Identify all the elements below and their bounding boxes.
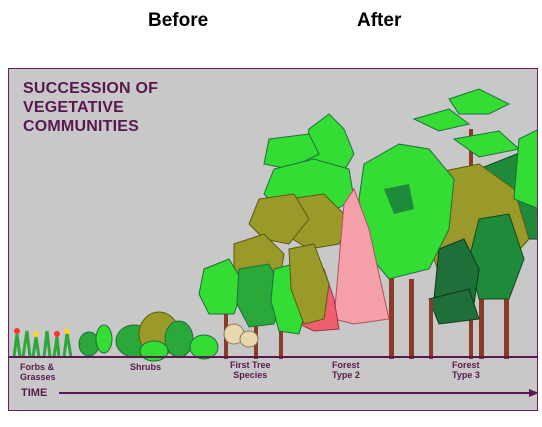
after-heading: After bbox=[357, 10, 402, 31]
diagram-title-line-2: VEGETATIVE bbox=[23, 99, 124, 116]
succession-diagram: SUCCESSION OF VEGETATIVE COMMUNITIES For… bbox=[8, 68, 538, 411]
diagram-title-line-3: COMMUNITIES bbox=[23, 118, 139, 135]
time-arrow-head bbox=[529, 389, 537, 397]
forbs-grasses bbox=[12, 324, 113, 358]
shrubs bbox=[115, 311, 259, 362]
before-heading: Before bbox=[148, 10, 209, 31]
diagram-title-line-1: SUCCESSION OF bbox=[23, 80, 159, 97]
stage-label-forbs: Forbs &Grasses bbox=[20, 362, 56, 382]
vegetation-illustration bbox=[9, 88, 537, 397]
stage-label-shrubs: Shrubs bbox=[130, 362, 162, 372]
time-label: TIME bbox=[21, 387, 48, 399]
forest-type-2-trees bbox=[263, 113, 455, 359]
